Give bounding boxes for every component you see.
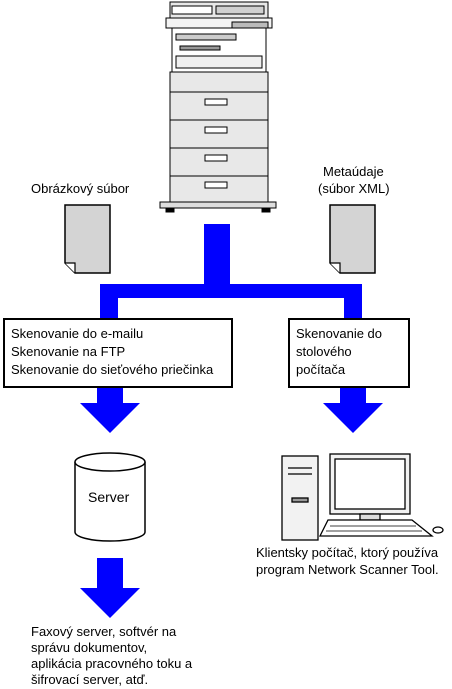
metadata-label-line2: (súbor XML)	[318, 181, 390, 196]
scan-destination-email: Skenovanie do e-mailu	[11, 326, 144, 341]
arrow-down-bottom-icon	[80, 558, 140, 618]
printer-icon	[159, 1, 277, 213]
scan-destination-network-folder: Skenovanie do sieťového priečinka	[11, 362, 214, 377]
client-computer-icon	[281, 453, 444, 541]
bottom-caption-line: aplikácia pracovného toku a	[31, 656, 193, 671]
scan-to-desktop-box: Skenovanie do stolového počítača	[288, 318, 410, 388]
server-label: Server	[88, 489, 130, 505]
bottom-caption-line: šifrovací server, atď.	[31, 672, 149, 687]
client-caption-line1: Klientsky počítač, ktorý používa	[256, 545, 439, 560]
scan-to-desktop-line3: počítača	[296, 362, 346, 377]
bottom-caption: Faxový server, softvér na správu dokumen…	[31, 624, 192, 688]
connector-arrows	[100, 224, 362, 318]
server-icon	[74, 452, 146, 542]
bottom-caption-line: Faxový server, softvér na	[31, 624, 177, 639]
scan-to-desktop-line2: stolového	[296, 344, 352, 359]
metadata-label-line1: Metaúdaje	[323, 164, 384, 179]
metadata-document-icon	[329, 204, 376, 274]
client-caption-line2: program Network Scanner Tool.	[256, 562, 439, 577]
image-file-document-icon	[64, 204, 111, 274]
bottom-caption-line: správu dokumentov,	[31, 640, 148, 655]
image-file-label: Obrázkový súbor	[31, 181, 130, 196]
scan-to-desktop-line1: Skenovanie do	[296, 326, 383, 341]
scan-destination-ftp: Skenovanie na FTP	[11, 344, 126, 359]
scan-destinations-box: Skenovanie do e-mailu Skenovanie na FTP …	[3, 318, 233, 388]
arrow-down-right-icon	[323, 388, 383, 433]
arrow-down-left-icon	[80, 388, 140, 433]
